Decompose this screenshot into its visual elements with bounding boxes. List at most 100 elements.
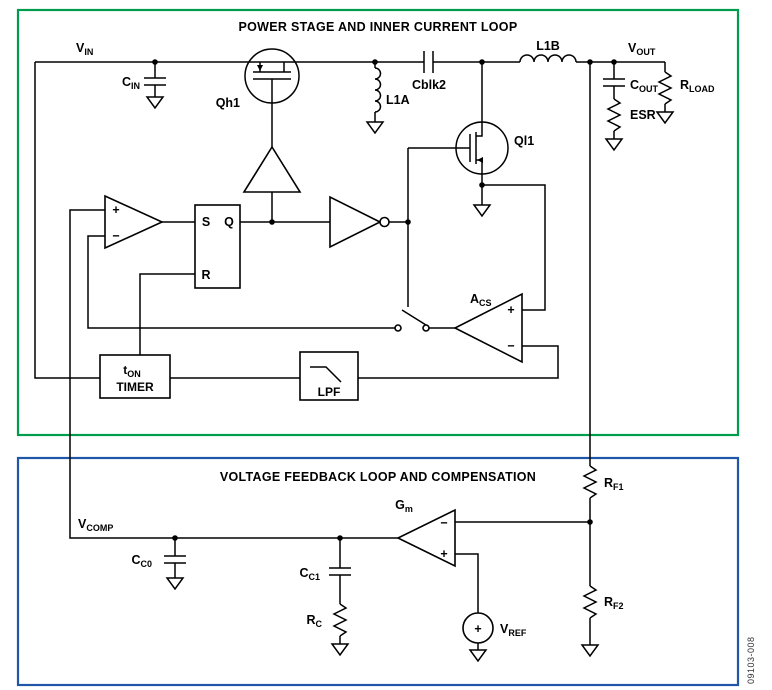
wires — [34, 61, 666, 650]
esr-label: ESR — [630, 108, 656, 122]
rf1-label: RF1 — [604, 476, 624, 492]
junction-dot — [587, 59, 593, 65]
capacitor-plates — [144, 77, 166, 86]
source-circle — [462, 612, 494, 644]
comparator-plus-sign: + — [112, 203, 119, 217]
figure-number: 09103-008 — [746, 636, 756, 684]
cc0-label: CC0 — [131, 553, 152, 569]
ql1-label: Ql1 — [514, 134, 534, 148]
ground-symbol — [365, 121, 385, 135]
l1a-inductor — [374, 67, 382, 113]
vref-source — [462, 612, 494, 644]
lpf-block — [299, 351, 359, 401]
rc-resistor — [332, 603, 348, 637]
latch-s-label: S — [202, 215, 210, 229]
ground-symbol — [472, 204, 492, 218]
cc1-label: CC1 — [299, 566, 320, 582]
mosfet-arrow — [257, 65, 263, 71]
ql1-mosfet — [455, 121, 509, 175]
junction-dot — [611, 59, 617, 65]
switch-contact — [422, 324, 430, 332]
buffer-triangle — [242, 145, 302, 193]
sr-latch — [194, 204, 241, 289]
rc-label: RC — [306, 613, 322, 629]
junction-dot — [479, 59, 485, 65]
capacitor-plates — [603, 78, 625, 87]
power-stage-border — [16, 8, 740, 437]
comparator-triangle — [104, 194, 164, 250]
ground-symbol — [145, 96, 165, 110]
ground-symbol — [165, 577, 185, 591]
gm-plus-sign: + — [440, 547, 447, 561]
qh1-mosfet — [244, 48, 300, 104]
mosfet-glyph — [253, 62, 291, 80]
cblk2-label: Cblk2 — [412, 78, 446, 92]
vref-plus-sign: + — [474, 622, 481, 636]
resistor-zigzag — [582, 585, 598, 619]
inductor-coil — [519, 54, 577, 63]
l1a-label: L1A — [386, 93, 410, 107]
resistor-zigzag — [657, 71, 673, 105]
rf2-label: RF2 — [604, 595, 624, 611]
cin-label: CIN — [122, 75, 140, 91]
rload-label: RLOAD — [680, 78, 715, 94]
sample-switch — [394, 309, 430, 332]
lpf-label: LPF — [318, 385, 341, 399]
junction-dot — [152, 59, 158, 65]
junction-dot — [337, 535, 343, 541]
timer-box — [99, 354, 171, 399]
mosfet-circle — [244, 48, 300, 104]
capacitor-plates — [329, 567, 351, 576]
ground-symbol — [468, 649, 488, 663]
lpf-box — [299, 351, 359, 401]
feedback-border — [16, 456, 740, 687]
junction-dot — [587, 519, 593, 525]
cout-capacitor — [603, 78, 625, 87]
cin-capacitor — [144, 77, 166, 86]
gm-triangle — [396, 508, 456, 568]
vref-label: VREF — [500, 622, 527, 638]
comparator-minus-sign: − — [112, 229, 119, 243]
timer-label: TIMER — [116, 380, 154, 394]
lowpass-curve-icon — [310, 366, 342, 383]
inductor-coil — [374, 67, 382, 113]
switch-lever — [401, 309, 427, 326]
rf1-resistor — [582, 465, 598, 499]
feedback-title: VOLTAGE FEEDBACK LOOP AND COMPENSATION — [220, 470, 536, 484]
junction-dot — [172, 535, 178, 541]
ground-symbols — [145, 96, 675, 663]
mosfet-glyph — [456, 122, 483, 174]
switch-contact — [394, 324, 402, 332]
latch-q-label: Q — [224, 215, 234, 229]
latch-r-label: R — [201, 268, 210, 282]
capacitor-plates — [423, 51, 434, 73]
gm-amplifier — [396, 508, 456, 568]
acs-plus-sign: + — [507, 303, 514, 317]
junction-dot — [479, 182, 485, 188]
gm-minus-sign: − — [440, 516, 447, 530]
vout-label: VOUT — [628, 41, 656, 57]
inverter-driver — [329, 195, 390, 249]
cout-label: COUT — [630, 78, 659, 94]
latch-box — [194, 204, 241, 289]
junction-dot — [405, 219, 411, 225]
esr-resistor — [606, 98, 622, 132]
junction-dots — [152, 59, 617, 541]
cc0-capacitor — [164, 555, 186, 564]
mosfet-arrow — [477, 157, 483, 163]
l1b-inductor — [519, 54, 577, 63]
ton-timer-block — [99, 354, 171, 399]
junction-dot — [372, 59, 378, 65]
resistor-zigzag — [582, 465, 598, 499]
acs-amplifier — [453, 292, 523, 364]
ground-symbol — [604, 138, 624, 152]
capacitor-plates — [164, 555, 186, 564]
qh1-label: Qh1 — [216, 96, 240, 110]
cblk2-capacitor — [423, 51, 434, 73]
power-stage-title: POWER STAGE AND INNER CURRENT LOOP — [239, 20, 518, 34]
rf2-resistor — [582, 585, 598, 619]
pwm-comparator — [104, 194, 164, 250]
gm-label: Gm — [395, 498, 413, 514]
cc1-capacitor — [329, 567, 351, 576]
